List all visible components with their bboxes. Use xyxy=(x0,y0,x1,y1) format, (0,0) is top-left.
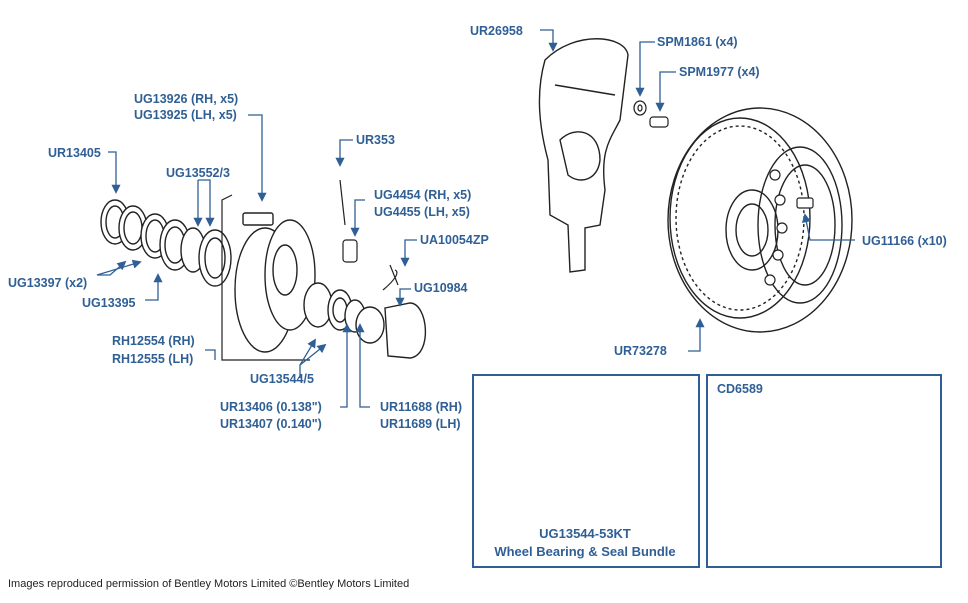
label-ug4455: UG4455 (LH, x5) xyxy=(374,205,470,219)
washer-and-bolt xyxy=(633,100,669,128)
bearing-kit-box xyxy=(472,374,700,568)
outer-bearing-and-cap xyxy=(303,282,427,359)
label-ur13406: UR13406 (0.138") xyxy=(220,400,322,414)
label-spm1861: SPM1861 (x4) xyxy=(657,35,738,49)
label-ur26958: UR26958 xyxy=(470,24,523,38)
label-ug13925: UG13925 (LH, x5) xyxy=(134,108,237,122)
label-ua10054zp: UA10054ZP xyxy=(420,233,489,247)
label-rh12554: RH12554 (RH) xyxy=(112,334,195,348)
label-ur353: UR353 xyxy=(356,133,395,147)
label-spm1977: SPM1977 (x4) xyxy=(679,65,760,79)
small-parts xyxy=(339,179,399,291)
label-ug13544: UG13544/5 xyxy=(250,372,314,386)
label-ug11166: UG11166 (x10) xyxy=(862,234,947,248)
label-ug13397: UG13397 (x2) xyxy=(8,276,88,290)
brake-disc xyxy=(667,107,853,333)
label-ug13552: UG13552/3 xyxy=(166,166,230,180)
label-ur13407: UR13407 (0.140") xyxy=(220,417,322,431)
label-ur11689: UR11689 (LH) xyxy=(380,417,461,431)
label-cd6589: CD6589 xyxy=(717,382,763,396)
label-ur11688: UR11688 (RH) xyxy=(380,400,462,414)
hub-bracket xyxy=(221,194,310,361)
label-ug13926: UG13926 (RH, x5) xyxy=(134,92,239,106)
splash-shield xyxy=(538,38,629,273)
brake-pad-kit-box xyxy=(706,374,942,568)
label-ur73278: UR73278 xyxy=(614,344,667,358)
label-ug10984: UG10984 xyxy=(414,281,468,295)
bearing-kit-name: Wheel Bearing & Seal Bundle xyxy=(494,544,676,559)
disc-bolts xyxy=(764,169,814,286)
leader-lines xyxy=(96,29,855,408)
label-ug13395: UG13395 xyxy=(82,296,136,310)
label-rh12555: RH12555 (LH) xyxy=(112,352,194,366)
label-ur13405: UR13405 xyxy=(48,146,101,160)
bearing-kit-code: UG13544-53KT xyxy=(539,526,631,541)
image-credit: Images reproduced permission of Bentley … xyxy=(8,578,410,590)
hub-assembly xyxy=(234,212,316,353)
label-ug4454: UG4454 (RH, x5) xyxy=(374,188,472,202)
seal-rings xyxy=(100,199,232,287)
